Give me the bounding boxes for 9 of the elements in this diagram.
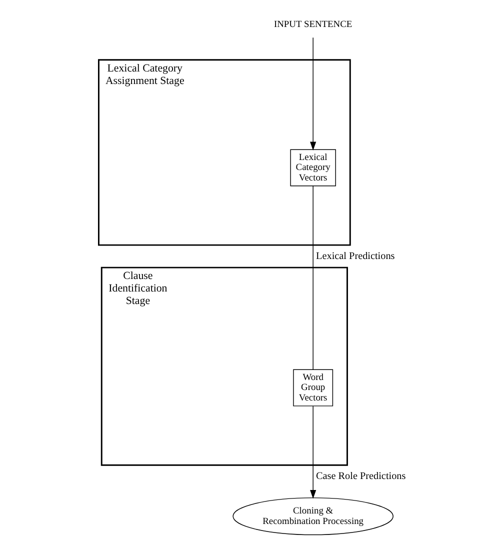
arrow	[310, 37, 316, 151]
node-box: Lexical Category Vectors	[290, 149, 336, 186]
node-box: Word Group Vectors	[293, 369, 334, 406]
node-ellipse: Cloning & Recombination Processing	[232, 497, 394, 536]
node-text: INPUT SENTENCE	[274, 20, 352, 30]
connector	[312, 186, 314, 370]
arrow	[310, 406, 316, 499]
edge-label: Lexical Predictions	[316, 251, 395, 262]
edge-label: Case Role Predictions	[316, 471, 406, 482]
